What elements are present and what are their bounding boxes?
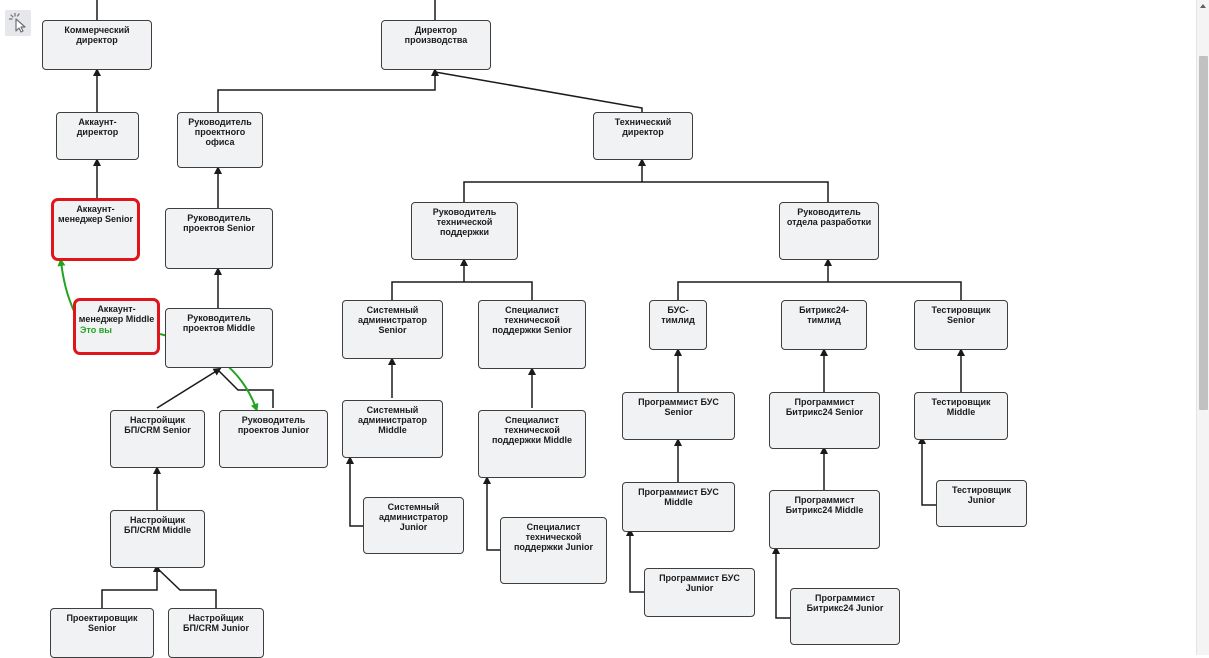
connector xyxy=(772,546,790,619)
org-node-bitrix24-developer-junior[interactable]: Программист Битрикс24 Junior xyxy=(790,588,900,645)
node-label: Коммерческий директор xyxy=(64,25,130,45)
node-label: Тестировщик Senior xyxy=(931,305,991,325)
connector xyxy=(101,564,161,610)
connector xyxy=(156,367,222,409)
org-node-bus-developer-senior[interactable]: Программист БУС Senior xyxy=(622,392,735,440)
org-node-bitrix24-developer-senior[interactable]: Программист Битрикс24 Senior xyxy=(769,392,880,449)
node-label: Системный администратор Senior xyxy=(357,305,428,335)
org-node-bitrix24-developer-middle[interactable]: Программист Битрикс24 Middle xyxy=(769,490,880,549)
connector xyxy=(217,68,439,112)
node-label: Программист Битрикс24 Senior xyxy=(785,397,864,417)
org-node-technical-director[interactable]: Технический директор xyxy=(593,112,693,160)
org-node-tester-middle[interactable]: Тестировщик Middle xyxy=(914,392,1008,440)
connector xyxy=(677,281,962,300)
node-label: Специалист технической поддержки Senior xyxy=(492,305,572,335)
node-label: Системный администратор Middle xyxy=(357,405,428,435)
node-label: Директор производства xyxy=(404,25,468,45)
org-node-project-manager-middle[interactable]: Руководитель проектов Middle xyxy=(165,308,273,368)
node-label: Битрикс24-тимлид xyxy=(799,305,849,325)
org-node-bp-crm-configurator-middle[interactable]: Настройщик БП/CRM Middle xyxy=(110,510,205,568)
you-are-here-label: Это вы xyxy=(80,325,112,335)
node-label: Тестировщик Middle xyxy=(931,397,991,417)
org-node-sysadmin-middle[interactable]: Системный администратор Middle xyxy=(342,400,443,458)
org-node-dev-head[interactable]: Руководитель отдела разработки xyxy=(779,202,879,260)
org-node-bus-developer-junior[interactable]: Программист БУС Junior xyxy=(644,568,755,617)
pointer-tool-button[interactable] xyxy=(5,10,31,36)
node-label: Настройщик БП/CRM Junior xyxy=(183,613,249,633)
node-label: Руководитель отдела разработки xyxy=(786,207,872,227)
node-label: Специалист технической поддержки Middle xyxy=(491,415,573,445)
org-node-account-director[interactable]: Аккаунт-директор xyxy=(56,112,139,160)
connector xyxy=(626,528,644,593)
node-label: Аккаунт-менеджер Senior xyxy=(57,204,134,224)
org-node-production-director[interactable]: Директор производства xyxy=(381,20,491,70)
node-label: Технический директор xyxy=(614,117,672,137)
scrollbar-thumb[interactable] xyxy=(1199,56,1208,410)
org-node-bitrix24-teamlead[interactable]: Битрикс24-тимлид xyxy=(781,300,867,350)
org-node-sysadmin-senior[interactable]: Системный администратор Senior xyxy=(342,300,443,359)
connector xyxy=(434,71,643,112)
org-node-bp-crm-configurator-senior[interactable]: Настройщик БП/CRM Senior xyxy=(110,410,205,468)
org-node-support-specialist-senior[interactable]: Специалист технической поддержки Senior xyxy=(478,300,586,369)
node-label: Программист Битрикс24 Junior xyxy=(806,593,884,613)
connector xyxy=(391,281,533,300)
node-label: Руководитель проектов Senior xyxy=(183,213,255,233)
node-label: Руководитель технической поддержки xyxy=(432,207,497,237)
org-node-bp-crm-configurator-junior[interactable]: Настройщик БП/CRM Junior xyxy=(168,608,264,658)
org-node-account-manager-senior-highlighted[interactable]: Аккаунт-менеджер Senior xyxy=(51,198,140,261)
node-label: Руководитель проектного офиса xyxy=(188,117,252,147)
org-node-bus-teamlead[interactable]: БУС-тимлид xyxy=(649,300,707,350)
pointer-click-icon xyxy=(9,13,26,33)
org-node-tester-senior[interactable]: Тестировщик Senior xyxy=(914,300,1008,350)
connector xyxy=(483,476,500,551)
org-node-pmo-head[interactable]: Руководитель проектного офиса xyxy=(177,112,263,168)
node-label: Программист Битрикс24 Middle xyxy=(785,495,864,515)
connector xyxy=(346,456,363,527)
org-node-support-specialist-middle[interactable]: Специалист технической поддержки Middle xyxy=(478,410,586,478)
connector xyxy=(217,369,274,408)
org-node-designer-senior[interactable]: Проектировщик Senior xyxy=(50,608,154,658)
org-node-support-head[interactable]: Руководитель технической поддержки xyxy=(411,202,518,260)
node-label: Специалист технической поддержки Junior xyxy=(513,522,594,552)
node-label: Руководитель проектов Junior xyxy=(237,415,310,435)
org-node-commercial-director[interactable]: Коммерческий директор xyxy=(42,20,152,70)
node-label: БУС-тимлид xyxy=(661,305,695,325)
connector xyxy=(156,567,217,610)
connector xyxy=(918,436,936,506)
node-label: Проектировщик Senior xyxy=(66,613,138,633)
org-node-sysadmin-junior[interactable]: Системный администратор Junior xyxy=(363,497,464,554)
node-label: Системный администратор Junior xyxy=(378,502,449,532)
vertical-scrollbar[interactable] xyxy=(1196,0,1209,655)
org-node-support-specialist-junior[interactable]: Специалист технической поддержки Junior xyxy=(500,517,607,584)
node-label: Программист БУС Junior xyxy=(659,573,740,593)
org-node-tester-junior[interactable]: Тестировщик Junior xyxy=(936,480,1027,527)
org-node-project-manager-junior[interactable]: Руководитель проектов Junior xyxy=(219,410,328,468)
node-label: Настройщик БП/CRM Senior xyxy=(124,415,191,435)
org-node-project-manager-senior[interactable]: Руководитель проектов Senior xyxy=(165,208,273,269)
node-label: Аккаунт-директор xyxy=(76,117,119,137)
node-label: Аккаунт-менеджер Middle xyxy=(78,304,155,324)
node-label: Настройщик БП/CRM Middle xyxy=(124,515,191,535)
node-label: Программист БУС Senior xyxy=(638,397,719,417)
scroll-up-arrow-icon[interactable] xyxy=(1200,4,1206,8)
org-node-bus-developer-middle[interactable]: Программист БУС Middle xyxy=(622,482,735,532)
node-label: Тестировщик Junior xyxy=(951,485,1012,505)
connector xyxy=(463,181,829,202)
node-label: Программист БУС Middle xyxy=(638,487,719,507)
node-label: Руководитель проектов Middle xyxy=(182,313,256,333)
